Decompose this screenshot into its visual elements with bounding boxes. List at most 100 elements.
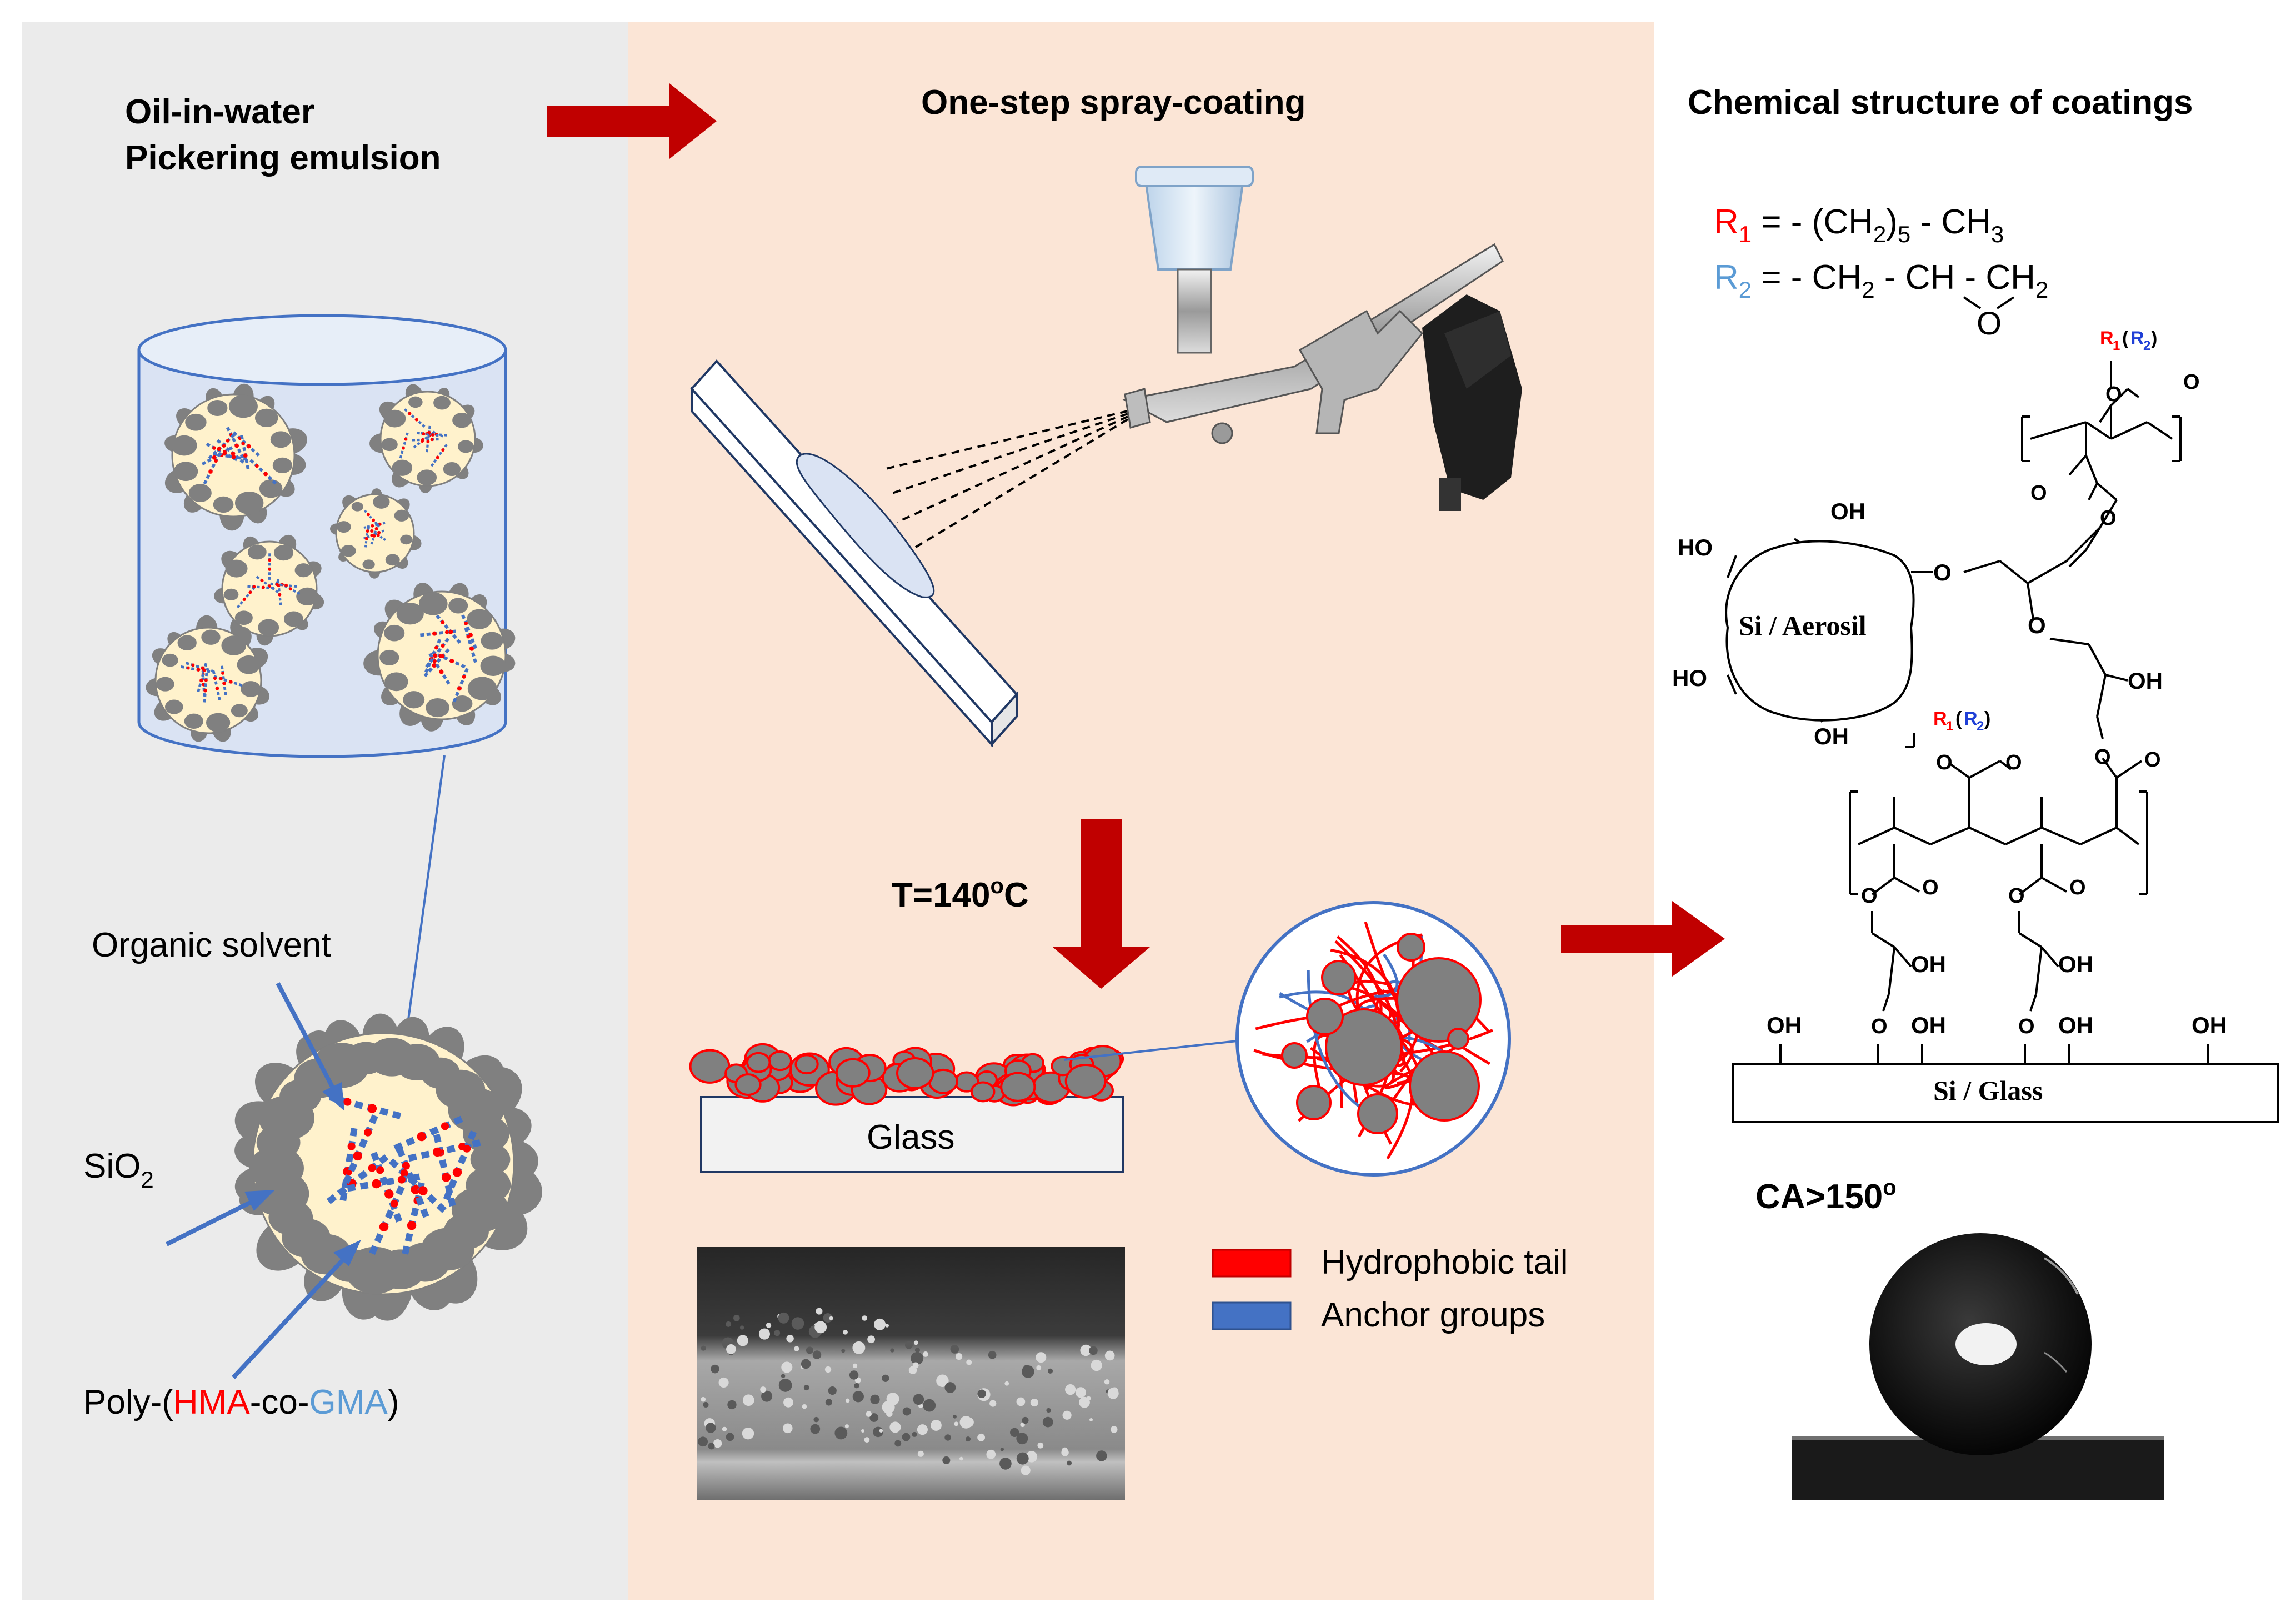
zoom-particle	[1325, 1008, 1403, 1086]
chem-label: O	[2005, 751, 2022, 774]
legend-label-anchor: Anchor groups	[1321, 1296, 1545, 1334]
chem-label: (	[1955, 708, 1962, 729]
bond	[1949, 763, 1970, 779]
sem-grain	[944, 1434, 951, 1441]
chem-label: O	[2100, 507, 2117, 530]
sem-grain	[870, 1394, 880, 1405]
chem-label: O	[2008, 884, 2025, 908]
chem-label: 1	[1946, 719, 1953, 734]
hydrophobic-segment	[411, 1185, 420, 1194]
chem-label: OH	[1814, 723, 1849, 749]
sem-grain	[816, 1308, 823, 1315]
coating-particle	[746, 1052, 771, 1073]
silica-particle	[171, 435, 197, 456]
silica-particle	[403, 691, 425, 709]
hydrophobic-segment	[432, 663, 437, 668]
zoom-particle	[1447, 1028, 1469, 1050]
sem-grain	[810, 1424, 821, 1434]
hydrophobic-segment	[432, 631, 437, 636]
si-glass-substrate	[1732, 1063, 2279, 1123]
hydrophobic-segment	[347, 1142, 356, 1150]
hydrophobic-segment	[374, 527, 378, 530]
bond	[1930, 827, 1970, 845]
bond	[1999, 760, 2012, 770]
emulsion-droplet	[369, 384, 483, 493]
bond	[2099, 404, 2112, 423]
bond	[1893, 946, 1912, 968]
sem-grain	[869, 1413, 879, 1422]
zoom-particle	[1296, 1085, 1332, 1120]
hydrophobic-segment	[203, 688, 207, 693]
hydrophobic-segment	[379, 1222, 389, 1231]
silica-particle	[392, 459, 413, 476]
zoom-particle	[1409, 1050, 1480, 1122]
chem-label: O	[1861, 884, 1878, 908]
arrow-right-middle	[1561, 901, 1725, 977]
left-title-line1: Oil-in-water	[125, 93, 314, 131]
sem-grain	[862, 1315, 867, 1321]
spray-gun-icon	[1122, 166, 1522, 511]
bond	[2110, 421, 2148, 440]
sem-grain	[1089, 1418, 1093, 1422]
water-droplet-photo	[1792, 1233, 2164, 1500]
silica-particle	[254, 408, 278, 428]
hydrophobic-segment	[284, 583, 288, 587]
sem-grain	[923, 1399, 936, 1412]
sem-grain	[944, 1382, 956, 1393]
hydrophobic-segment	[208, 469, 213, 474]
sem-grain	[908, 1366, 917, 1374]
sem-grain	[988, 1350, 997, 1359]
bond	[2029, 994, 2037, 1012]
silica-particle	[228, 394, 258, 418]
sem-grain	[894, 1440, 902, 1447]
sem-grain	[931, 1420, 942, 1431]
bond	[2088, 644, 2107, 675]
sem-grain	[1061, 1447, 1068, 1454]
silica-particle	[480, 655, 506, 676]
silica-particle	[296, 587, 319, 605]
coating-particle	[896, 1057, 934, 1089]
hydrophobic-segment	[366, 513, 370, 517]
sem-grain	[890, 1348, 894, 1353]
label-sio2: SiO2	[83, 1147, 154, 1193]
silica-particle	[283, 611, 303, 627]
sem-grain	[913, 1394, 924, 1405]
left-panel-bg	[22, 22, 628, 1600]
sem-grain	[774, 1330, 781, 1336]
sem-image	[697, 1247, 1125, 1500]
sem-grain	[902, 1433, 911, 1441]
silica-particle	[294, 563, 312, 578]
hydrophobic-segment	[215, 687, 219, 690]
sem-grain	[902, 1407, 911, 1416]
chem-label: HO	[1672, 665, 1707, 691]
sem-grain	[722, 1426, 727, 1432]
sem-grain	[781, 1374, 786, 1379]
sem-grain	[845, 1398, 850, 1403]
sem-grain	[711, 1364, 719, 1374]
hydrophobic-segment	[353, 1151, 362, 1161]
sem-grain	[977, 1433, 986, 1441]
silica-particle	[184, 713, 203, 729]
chemical-structure	[1727, 361, 2209, 1064]
silica-particle	[223, 588, 239, 601]
sem-grain	[864, 1437, 870, 1443]
label-organic-solvent: Organic solvent	[92, 926, 331, 964]
bond	[2102, 757, 2118, 779]
si-glass-label: Si / Glass	[1933, 1075, 2043, 1106]
sem-grain	[966, 1359, 972, 1365]
silica-particle	[185, 413, 207, 431]
network-strand	[1374, 953, 1399, 998]
sem-grain	[1016, 1452, 1029, 1465]
hydrophobic-segment	[431, 433, 434, 437]
sem-grain	[1104, 1379, 1110, 1385]
sem-grain	[726, 1344, 736, 1354]
chem-label: OH	[1830, 498, 1865, 524]
silica-particle	[426, 698, 449, 718]
sem-grain	[959, 1416, 973, 1429]
hydrophobic-segment	[384, 1189, 394, 1199]
chem-label: O	[2018, 1015, 2035, 1038]
sem-grain	[841, 1349, 846, 1353]
bond	[1871, 932, 1895, 948]
sem-grain	[1096, 1450, 1107, 1461]
silica-particle	[408, 396, 423, 408]
